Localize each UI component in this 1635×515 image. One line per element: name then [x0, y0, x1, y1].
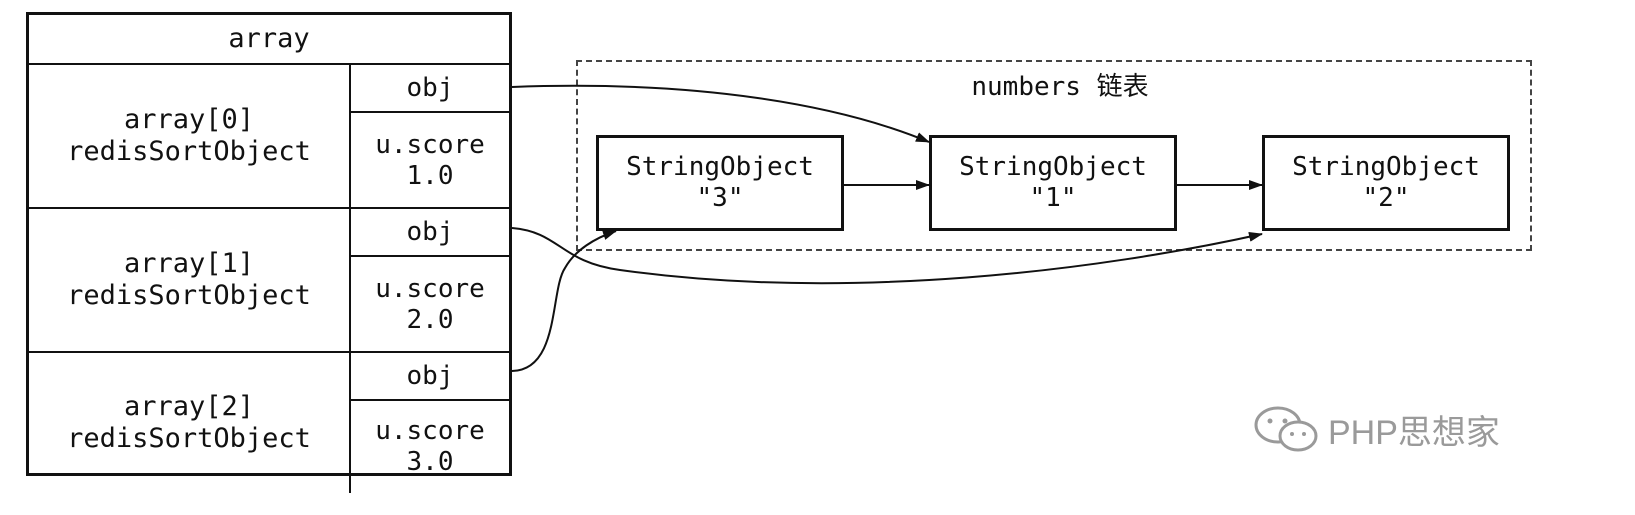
node-value-label: "2" — [1362, 183, 1410, 213]
score-label: u.score — [375, 130, 485, 161]
obj-label: obj — [406, 216, 454, 247]
string-object-node-2: StringObject "2" — [1262, 135, 1510, 231]
array-row-1: array[1] redisSortObject obj u.score 2.0 — [29, 209, 509, 353]
wechat-icon — [1254, 406, 1318, 452]
obj-pointer-cell: obj — [351, 353, 509, 401]
score-label: u.score — [375, 274, 485, 305]
string-object-node-3: StringObject "3" — [596, 135, 844, 231]
node-type-label: StringObject — [959, 152, 1147, 183]
node-value-label: "1" — [1029, 183, 1077, 213]
array-index-label: array[2] — [123, 391, 255, 423]
watermark: PHP思想家 — [1252, 404, 1500, 454]
arrow-obj1-to-node2 — [511, 227, 1263, 285]
array-row-name-cell: array[0] redisSortObject — [29, 65, 351, 207]
watermark-text: PHP思想家 — [1328, 413, 1500, 452]
array-row-name-cell: array[2] redisSortObject — [29, 353, 351, 493]
score-label: u.score — [375, 416, 485, 447]
array-row-2: array[2] redisSortObject obj u.score 3.0 — [29, 353, 509, 493]
node-value-label: "3" — [696, 183, 744, 213]
score-cell: u.score 3.0 — [351, 401, 509, 493]
obj-label: obj — [406, 72, 454, 103]
array-row-name-cell: array[1] redisSortObject — [29, 209, 351, 351]
string-object-node-1: StringObject "1" — [929, 135, 1177, 231]
linked-list-container — [576, 60, 1532, 251]
score-cell: u.score 1.0 — [351, 113, 509, 209]
score-value: 3.0 — [406, 447, 454, 477]
array-table: array array[0] redisSortObject obj u.sco… — [26, 12, 512, 493]
score-value: 1.0 — [406, 161, 454, 191]
obj-pointer-cell: obj — [351, 209, 509, 257]
node-type-label: StringObject — [626, 152, 814, 183]
array-row-0: array[0] redisSortObject obj u.score 1.0 — [29, 65, 509, 209]
arrow-obj0-to-node1 — [511, 84, 930, 143]
obj-label: obj — [406, 360, 454, 391]
arrow-obj2-to-node3 — [511, 230, 617, 372]
array-index-label: array[1] — [123, 248, 255, 280]
array-type-label: redisSortObject — [67, 136, 311, 167]
score-cell: u.score 2.0 — [351, 257, 509, 353]
obj-pointer-cell: obj — [351, 65, 509, 113]
node-type-label: StringObject — [1292, 152, 1480, 183]
linked-list-title: numbers 链表 — [971, 72, 1149, 102]
array-type-label: redisSortObject — [67, 280, 311, 311]
array-index-label: array[0] — [123, 104, 255, 136]
score-value: 2.0 — [406, 305, 454, 335]
array-type-label: redisSortObject — [67, 423, 311, 454]
array-header: array — [29, 15, 509, 65]
array-header-label: array — [228, 23, 310, 55]
